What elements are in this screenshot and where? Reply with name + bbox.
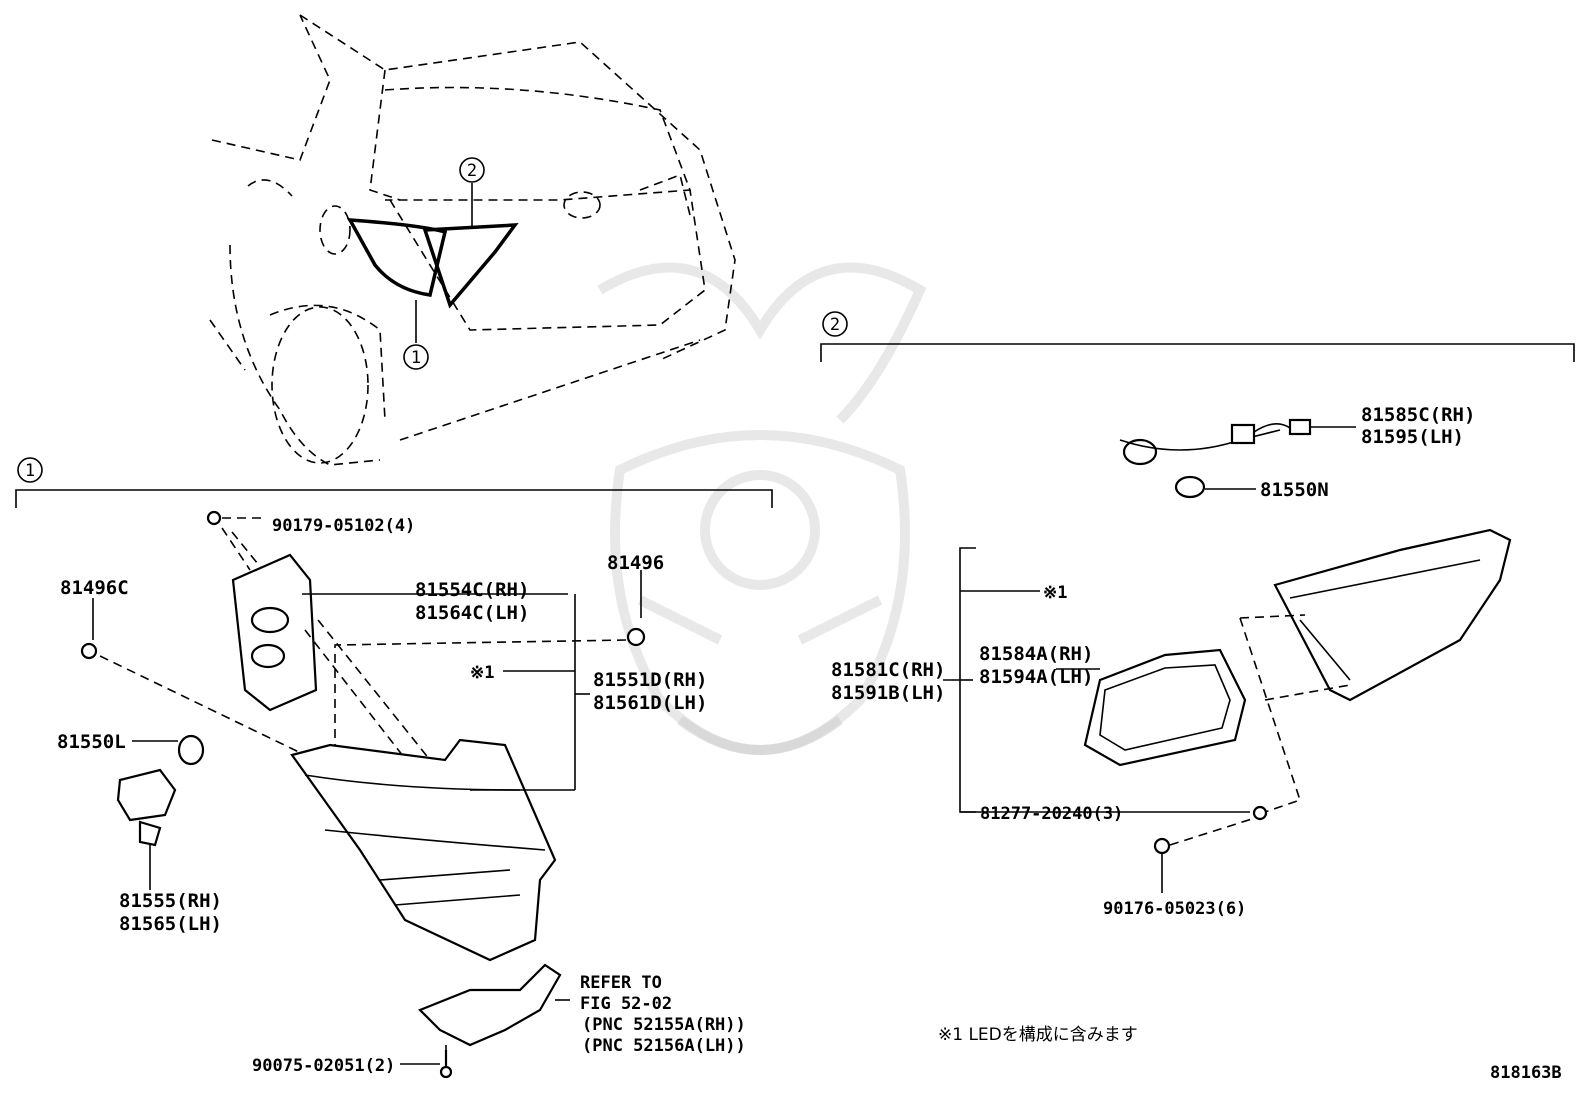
section-2-parts: [943, 418, 1512, 893]
label-81551D-rh: 81551D(RH): [593, 669, 707, 691]
label-pnc-52156A: (PNC 52156A(LH)): [582, 1036, 746, 1056]
section-1-labels: 90179-05102(4) 81496C 81554C(RH) 81564C(…: [57, 516, 746, 1076]
label-81277-20240: 81277-20240(3): [980, 804, 1123, 824]
label-81594A-lh: 81594A(LH): [979, 666, 1093, 688]
label-81550N: 81550N: [1260, 479, 1329, 501]
label-81581C-rh: 81581C(RH): [831, 659, 945, 681]
svg-text:1: 1: [411, 348, 421, 368]
figure-number: 818163B: [1490, 1063, 1562, 1083]
label-81496: 81496: [607, 552, 664, 574]
label-81496C: 81496C: [60, 577, 129, 599]
label-81550L: 81550L: [57, 731, 126, 753]
label-90075-02051: 90075-02051(2): [252, 1056, 395, 1076]
callout-1-car: 1: [403, 344, 429, 370]
label-81585C-rh: 81585C(RH): [1361, 404, 1475, 426]
label-81554C-rh: 81554C(RH): [415, 579, 529, 601]
label-fig-52-02: FIG 52-02: [580, 994, 672, 1014]
section-2-labels: 81585C(RH) 81595(LH) 81550N ※1 81581C(RH…: [831, 404, 1475, 919]
section-1-bracket: [15, 489, 773, 508]
label-81555-rh: 81555(RH): [119, 890, 222, 912]
label-pnc-52155A: (PNC 52155A(RH)): [582, 1015, 746, 1035]
footnote-led: ※1 LEDを構成に含みます: [938, 1025, 1138, 1045]
label-81584A-rh: 81584A(RH): [979, 643, 1093, 665]
label-refer-to: REFER TO: [580, 973, 662, 993]
vehicle-rear-view: [209, 14, 736, 466]
section-1-marker: 1: [17, 457, 43, 483]
label-asterisk-1: ※1: [470, 663, 494, 683]
section-1-parts: [80, 510, 646, 1079]
label-81564C-lh: 81564C(LH): [415, 602, 529, 624]
svg-text:2: 2: [830, 315, 840, 335]
section-2-bracket: [820, 343, 1575, 362]
svg-text:1: 1: [25, 461, 35, 481]
label-81565-lh: 81565(LH): [119, 913, 222, 935]
label-81561D-lh: 81561D(LH): [593, 692, 707, 714]
callout-2-car: 2: [459, 157, 485, 183]
label-90176-05023: 90176-05023(6): [1103, 899, 1246, 919]
svg-text:2: 2: [467, 161, 477, 181]
label-asterisk-1-s2: ※1: [1043, 583, 1067, 603]
label-81595-lh: 81595(LH): [1361, 426, 1464, 448]
label-81591B-lh: 81591B(LH): [831, 682, 945, 704]
section-2-marker: 2: [822, 311, 848, 337]
label-90179-05102: 90179-05102(4): [272, 516, 415, 536]
